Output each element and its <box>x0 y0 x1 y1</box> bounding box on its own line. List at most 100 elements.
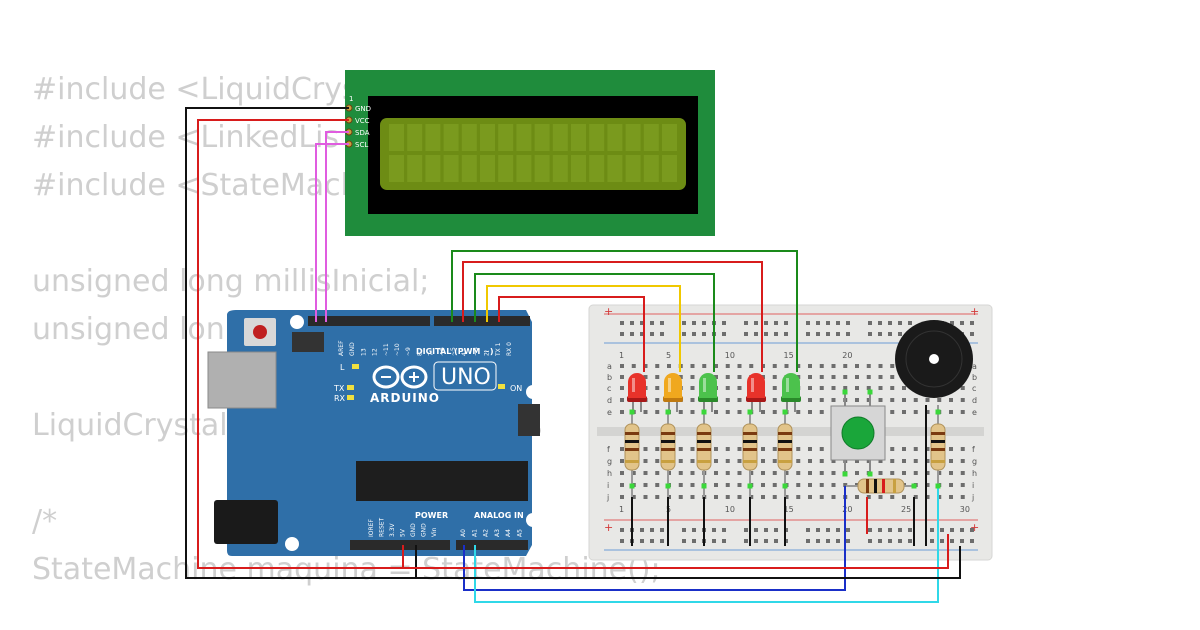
breadboard-hole[interactable] <box>678 471 683 475</box>
breadboard-hole[interactable] <box>655 410 660 414</box>
rail-hole[interactable] <box>970 528 974 532</box>
rail-hole[interactable] <box>816 332 820 336</box>
rail-hole[interactable] <box>878 528 882 532</box>
rail-hole[interactable] <box>836 332 840 336</box>
breadboard-hole[interactable] <box>620 471 624 475</box>
rail-hole[interactable] <box>640 528 644 532</box>
breadboard-hole[interactable] <box>784 495 789 499</box>
piezo-buzzer[interactable] <box>895 320 973 398</box>
rail-hole[interactable] <box>826 321 830 325</box>
rail-hole[interactable] <box>806 321 810 325</box>
breadboard-hole[interactable] <box>737 459 742 463</box>
breadboard-hole[interactable] <box>902 398 906 402</box>
breadboard-hole[interactable] <box>808 364 812 368</box>
breadboard-hole[interactable] <box>902 471 906 475</box>
breadboard-hole[interactable] <box>960 495 965 499</box>
rail-hole[interactable] <box>898 539 902 543</box>
rail-hole[interactable] <box>806 539 810 543</box>
breadboard-hole[interactable] <box>913 447 918 451</box>
led-green[interactable] <box>698 373 718 412</box>
rail-hole[interactable] <box>754 528 758 532</box>
breadboard-hole[interactable] <box>772 375 777 379</box>
breadboard-hole[interactable] <box>949 398 953 402</box>
rail-hole[interactable] <box>630 321 634 325</box>
digital-header-left[interactable] <box>308 316 430 326</box>
digital-header-right[interactable] <box>434 316 530 326</box>
breadboard-hole[interactable] <box>808 410 812 414</box>
breadboard-hole[interactable] <box>831 495 836 499</box>
rail-hole[interactable] <box>692 332 696 336</box>
breadboard-hole[interactable] <box>843 375 848 379</box>
breadboard-hole[interactable] <box>643 447 648 451</box>
breadboard-hole[interactable] <box>761 471 765 475</box>
rail-hole[interactable] <box>960 321 964 325</box>
breadboard-hole[interactable] <box>678 410 683 414</box>
breadboard-hole[interactable] <box>878 398 883 402</box>
breadboard-hole[interactable] <box>772 483 777 487</box>
breadboard-hole[interactable] <box>819 410 824 414</box>
wire-lcd-vcc[interactable] <box>197 119 404 569</box>
breadboard-hole[interactable] <box>878 375 883 379</box>
breadboard-hole[interactable] <box>949 447 953 451</box>
rail-hole[interactable] <box>774 528 778 532</box>
breadboard-hole[interactable] <box>655 471 660 475</box>
breadboard-hole[interactable] <box>890 386 895 390</box>
rail-hole[interactable] <box>888 539 892 543</box>
breadboard-hole[interactable] <box>949 471 953 475</box>
breadboard-hole[interactable] <box>655 447 660 451</box>
breadboard-hole[interactable] <box>690 364 695 368</box>
breadboard-hole[interactable] <box>925 495 930 499</box>
rail-hole[interactable] <box>774 332 778 336</box>
rail-hole[interactable] <box>888 528 892 532</box>
rail-hole[interactable] <box>970 332 974 336</box>
breadboard-hole[interactable] <box>796 447 801 451</box>
rail-hole[interactable] <box>888 321 892 325</box>
wire-led-3[interactable] <box>474 273 715 372</box>
breadboard-hole[interactable] <box>925 459 930 463</box>
breadboard-hole[interactable] <box>749 364 754 368</box>
breadboard-hole[interactable] <box>937 471 942 475</box>
breadboard-hole[interactable] <box>855 459 859 463</box>
rail-hole[interactable] <box>908 528 912 532</box>
breadboard-hole[interactable] <box>831 471 836 475</box>
breadboard-hole[interactable] <box>808 375 812 379</box>
breadboard-hole[interactable] <box>913 495 918 499</box>
breadboard-hole[interactable] <box>831 386 836 390</box>
breadboard-hole[interactable] <box>960 483 965 487</box>
breadboard-hole[interactable] <box>878 459 883 463</box>
breadboard-hole[interactable] <box>796 364 801 368</box>
breadboard-hole[interactable] <box>843 483 848 487</box>
breadboard-hole[interactable] <box>714 459 718 463</box>
breadboard-hole[interactable] <box>772 398 777 402</box>
reset-button[interactable] <box>253 325 267 339</box>
breadboard-hole[interactable] <box>737 471 742 475</box>
rail-hole[interactable] <box>702 332 706 336</box>
breadboard-hole[interactable] <box>749 495 754 499</box>
breadboard-hole[interactable] <box>702 364 707 368</box>
breadboard-hole[interactable] <box>772 364 777 368</box>
rail-hole[interactable] <box>846 321 850 325</box>
breadboard-hole[interactable] <box>725 483 730 487</box>
rail-hole[interactable] <box>712 539 716 543</box>
rail-hole[interactable] <box>826 528 830 532</box>
breadboard-hole[interactable] <box>725 459 730 463</box>
breadboard-hole[interactable] <box>819 447 824 451</box>
rail-hole[interactable] <box>754 332 758 336</box>
breadboard-hole[interactable] <box>678 483 683 487</box>
breadboard-hole[interactable] <box>725 386 730 390</box>
breadboard-hole[interactable] <box>725 375 730 379</box>
rail-hole[interactable] <box>712 528 716 532</box>
rail-hole[interactable] <box>744 332 748 336</box>
rail-hole[interactable] <box>826 539 830 543</box>
breadboard-hole[interactable] <box>725 364 730 368</box>
wire-led-4[interactable] <box>462 261 763 372</box>
breadboard-hole[interactable] <box>878 495 883 499</box>
breadboard-hole[interactable] <box>902 495 906 499</box>
rail-hole[interactable] <box>940 528 944 532</box>
breadboard-hole[interactable] <box>784 364 789 368</box>
breadboard-hole[interactable] <box>925 447 930 451</box>
rail-hole[interactable] <box>846 332 850 336</box>
breadboard-hole[interactable] <box>890 410 895 414</box>
breadboard-hole[interactable] <box>678 459 683 463</box>
rail-hole[interactable] <box>950 321 954 325</box>
